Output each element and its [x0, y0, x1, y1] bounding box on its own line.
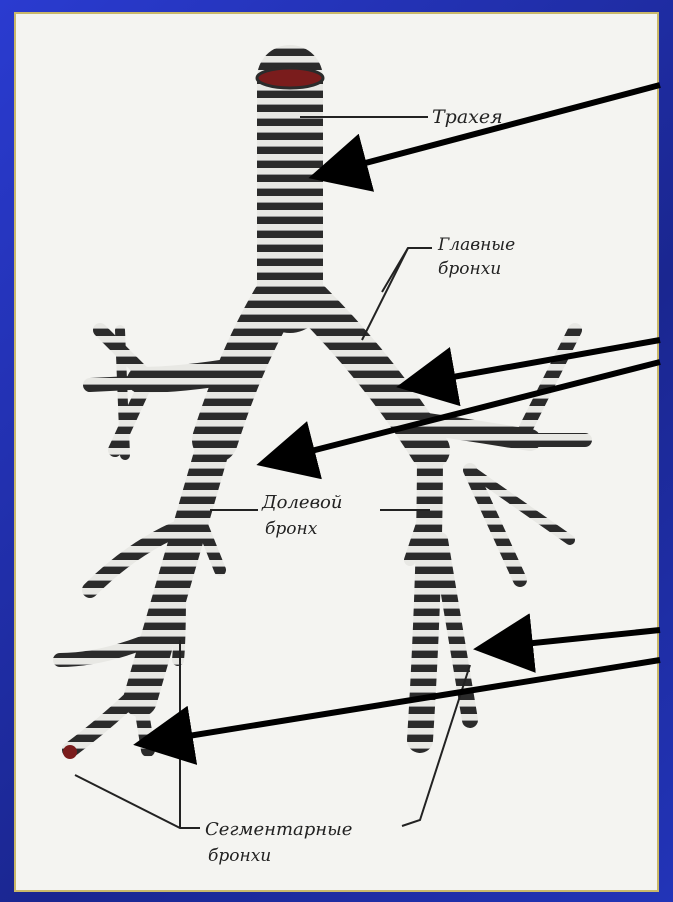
- label-segmental-bronchi-2: бронхи: [208, 846, 271, 866]
- trachea-opening: [257, 68, 323, 88]
- label-trachea: Трахея: [432, 106, 503, 128]
- label-main-bronchi-1: Главные: [437, 235, 515, 255]
- label-segmental-bronchi-1: Сегментарные: [205, 819, 352, 840]
- label-lobar-bronchus-1: Долевой: [261, 492, 343, 513]
- label-lobar-bronchus-2: бронх: [265, 519, 318, 539]
- arrow-segmental-bronchus-2: [145, 660, 660, 743]
- arrow-segmental-bronchus: [485, 630, 660, 648]
- arrow-trachea: [320, 85, 660, 175]
- arrow-main-bronchus: [408, 340, 660, 385]
- label-main-bronchi-2: бронхи: [438, 259, 501, 279]
